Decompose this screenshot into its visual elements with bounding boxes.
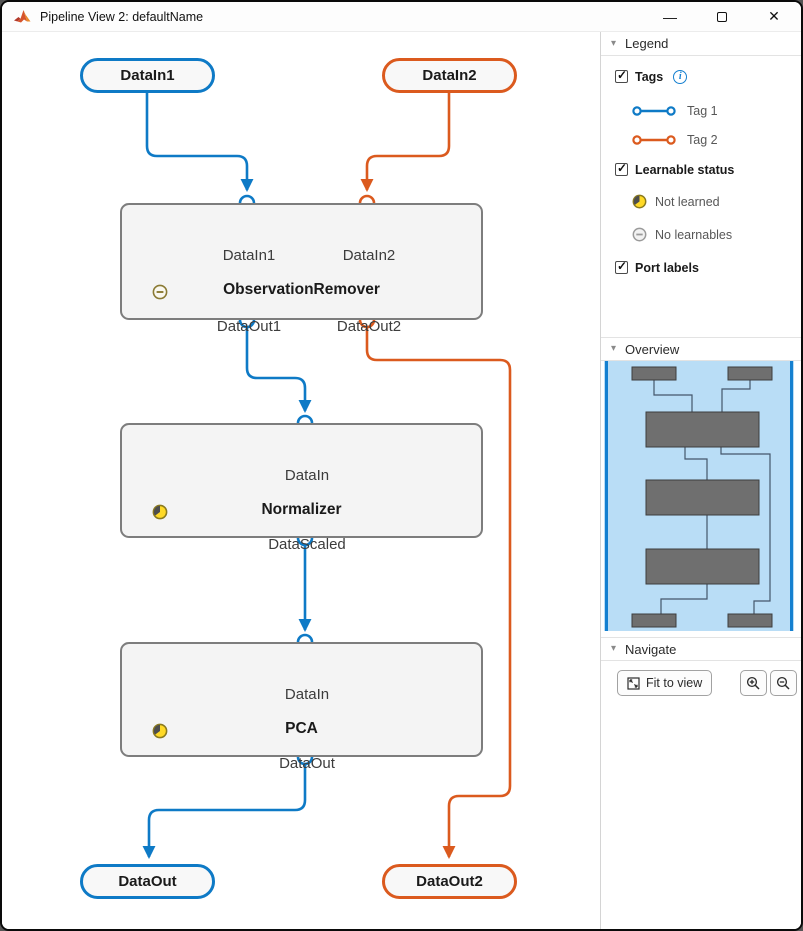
overview-section-header[interactable]: ▾ Overview [601, 337, 801, 361]
connector-remover-to-dataout2[interactable] [365, 327, 512, 859]
port-label-datain: DataIn [284, 686, 330, 703]
zoom-out-icon [777, 676, 790, 690]
tags-checkbox-row: Tags i [615, 68, 801, 85]
node-title: Normalizer [261, 501, 342, 518]
minimize-icon[interactable]: — [663, 8, 677, 25]
node-datain2[interactable]: DataIn2 [382, 58, 517, 93]
node-label: DataOut2 [416, 873, 483, 890]
zoom-buttons [740, 670, 798, 696]
learnable-status-checkbox[interactable] [615, 161, 628, 176]
tag2-legend-row: Tag 2 [631, 131, 801, 148]
port-label-dataout: DataOut [279, 755, 335, 772]
zoom-in-button[interactable] [740, 670, 768, 696]
collapse-icon: ▾ [611, 643, 617, 654]
port-label-datain1: DataIn1 [222, 247, 276, 264]
fit-to-view-icon [627, 676, 640, 690]
node-pca[interactable]: DataIn PCA DataOut [120, 642, 483, 772]
collapse-icon: ▾ [611, 343, 617, 354]
port-labels-label: Port labels [635, 260, 699, 275]
not-learned-row: Not learned [632, 193, 801, 210]
connector-remover-to-normalizer[interactable] [245, 327, 312, 413]
fit-to-view-button[interactable]: Fit to view [617, 670, 713, 696]
overview-header-label: Overview [625, 341, 680, 357]
collapse-icon: ▾ [611, 37, 617, 49]
tags-checkbox[interactable] [615, 68, 628, 83]
node-dataout2[interactable]: DataOut2 [382, 864, 517, 899]
not-learned-clock-icon [152, 504, 168, 520]
tag1-line-icon [632, 105, 676, 116]
minimap-graphic [605, 361, 793, 631]
node-title: PCA [285, 720, 318, 737]
node-dataout[interactable]: DataOut [80, 864, 215, 899]
port-label-dataout2: DataOut2 [336, 318, 402, 335]
node-observation-remover[interactable]: DataIn1 DataIn2 ObservationRemover DataO… [120, 203, 483, 335]
tag2-label: Tag 2 [687, 132, 718, 147]
node-label: DataIn1 [120, 67, 175, 84]
overview-minimap[interactable] [604, 361, 794, 631]
circle-minus-icon [632, 227, 647, 242]
no-learnables-row: No learnables [632, 226, 801, 243]
learnable-checkbox-row: Learnable status [615, 161, 801, 178]
titlebar: Pipeline View 2: defaultName — ✕ [2, 2, 801, 32]
side-panel: ▾ Legend Tags i Tag 1 [600, 32, 801, 929]
legend-section-header[interactable]: ▾ Legend [601, 32, 801, 56]
node-datain1[interactable]: DataIn1 [80, 58, 215, 93]
maximize-icon[interactable] [713, 8, 731, 26]
port-label-datascaled: DataScaled [268, 536, 346, 553]
info-icon[interactable]: i [673, 69, 688, 84]
node-normalizer[interactable]: DataIn Normalizer DataScaled [120, 423, 483, 553]
pipeline-canvas[interactable]: DataIn1 DataIn2 DataOut DataOut2 DataIn1… [2, 32, 600, 929]
port-labels-checkbox-row: Port labels [615, 259, 801, 276]
zoom-out-button[interactable] [770, 670, 798, 696]
fit-to-view-label: Fit to view [646, 676, 703, 690]
no-learnables-label: No learnables [655, 227, 733, 242]
navigate-section-header[interactable]: ▾ Navigate [601, 637, 801, 661]
window-controls: — ✕ [661, 8, 791, 26]
zoom-in-icon [747, 676, 760, 690]
navigate-controls: Fit to view [617, 670, 801, 696]
connector-pca-to-dataout[interactable] [142, 764, 307, 859]
connector-datain1-to-remover[interactable] [145, 93, 254, 192]
tag1-legend-row: Tag 1 [631, 102, 801, 119]
maximize-box [717, 11, 727, 22]
not-learned-clock-icon [152, 723, 168, 739]
close-icon[interactable]: ✕ [768, 8, 780, 24]
window-title: Pipeline View 2: defaultName [40, 9, 204, 24]
tags-label: Tags [635, 69, 664, 84]
matlab-logo-icon [14, 10, 31, 23]
port-label-datain: DataIn [284, 467, 330, 484]
clock-not-learned-icon [632, 194, 647, 209]
port-labels-checkbox[interactable] [615, 259, 628, 274]
not-learned-label: Not learned [655, 194, 720, 209]
node-label: DataIn2 [422, 67, 477, 84]
learnable-status-label: Learnable status [635, 162, 735, 177]
tag1-label: Tag 1 [687, 103, 718, 118]
node-title: ObservationRemover [223, 281, 380, 298]
legend-header-label: Legend [625, 36, 669, 51]
node-label: DataOut [118, 873, 177, 890]
navigate-header-label: Navigate [625, 641, 677, 657]
port-label-dataout1: DataOut1 [216, 318, 282, 335]
connector-datain2-to-remover[interactable] [360, 93, 451, 192]
port-label-datain2: DataIn2 [342, 247, 396, 264]
no-learnables-icon [152, 284, 168, 300]
tag2-line-icon [632, 134, 676, 145]
